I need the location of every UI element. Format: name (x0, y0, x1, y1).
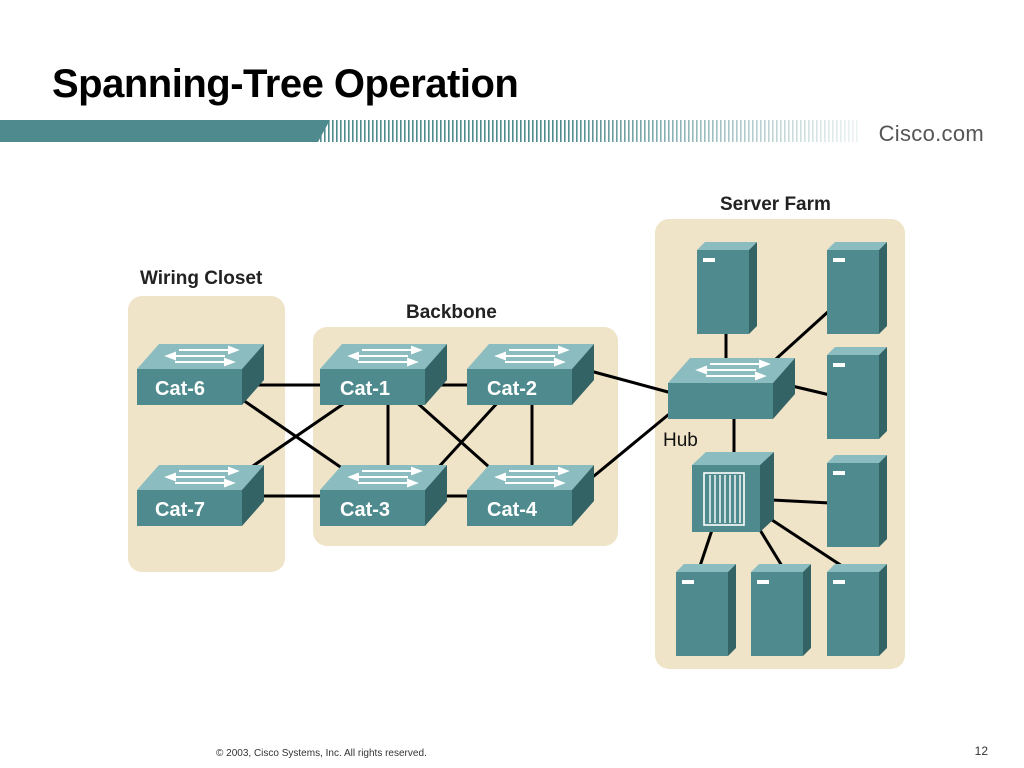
hub-label: Hub (663, 430, 698, 451)
hub-device (667, 357, 796, 420)
footer-copyright: © 2003, Cisco Systems, Inc. All rights r… (216, 748, 427, 759)
link-cat2-hub (592, 370, 670, 394)
server-top-left (697, 242, 757, 334)
wiring-closet-region (128, 296, 285, 572)
switch-label: Cat-7 (155, 499, 205, 521)
cisco-logo: Cisco.com (878, 121, 984, 146)
switch-cat3: Cat-3 (319, 464, 448, 527)
server-mid-right (827, 347, 887, 439)
link-cat2-cat3 (434, 398, 502, 472)
link-router-server-lr (770, 498, 832, 505)
switch-label: Cat-2 (487, 378, 537, 400)
switch-label: Cat-6 (155, 378, 205, 400)
server-bottom-middle (751, 564, 811, 656)
switch-cat4: Cat-4 (466, 464, 595, 527)
server-top-right (827, 242, 887, 334)
link-cat7-cat1 (248, 396, 354, 470)
switch-cat1: Cat-1 (319, 343, 448, 406)
link-cat4-hub (592, 413, 670, 478)
link-router-server-br (770, 518, 844, 568)
server-low-right (827, 455, 887, 547)
router-chassis (692, 452, 774, 532)
brand-bar (0, 120, 860, 142)
link-router-server-bm (758, 528, 784, 568)
switch-cat6: Cat-6 (136, 343, 265, 406)
switch-cat2: Cat-2 (466, 343, 595, 406)
server-bottom-right (827, 564, 887, 656)
link-cat1-cat4 (412, 398, 500, 477)
slide-title: Spanning-Tree Operation (52, 62, 519, 106)
link-router-server-bl (698, 528, 714, 568)
switch-label: Cat-1 (340, 378, 390, 400)
switch-cat7: Cat-7 (136, 464, 265, 527)
server-farm-label: Server Farm (720, 194, 831, 215)
backbone-label: Backbone (406, 302, 497, 323)
link-hub-server-mr (790, 384, 832, 397)
switch-label: Cat-4 (487, 499, 538, 521)
page-number: 12 (974, 744, 988, 758)
server-bottom-left (676, 564, 736, 656)
switch-label: Cat-3 (340, 499, 390, 521)
wiring-closet-label: Wiring Closet (140, 268, 263, 289)
